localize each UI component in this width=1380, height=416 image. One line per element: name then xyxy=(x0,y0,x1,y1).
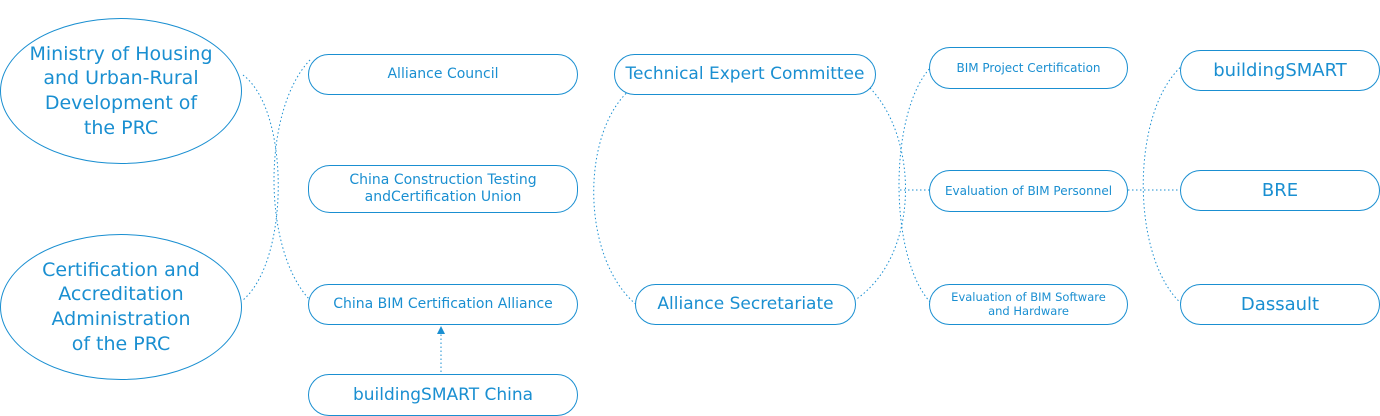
technical-expert-committee-node: Technical Expert Committee xyxy=(614,54,876,95)
alliance-secretariate-node: Alliance Secretariate xyxy=(635,284,856,325)
partner-dassault-node: Dassault xyxy=(1180,284,1380,325)
ministry-housing-label: Ministry of Housing and Urban-Rural Deve… xyxy=(29,42,213,139)
partner-buildingsmart-label: buildingSMART xyxy=(1213,59,1347,81)
link-partners-left xyxy=(1142,64,1184,306)
bim-software-evaluation-label: Evaluation of BIM Software and Hardware xyxy=(951,290,1106,318)
alliance-council-label: Alliance Council xyxy=(387,66,499,83)
bim-project-certification-label: BIM Project Certification xyxy=(956,60,1101,75)
alliance-secretariate-label: Alliance Secretariate xyxy=(657,294,834,315)
ministry-housing-node: Ministry of Housing and Urban-Rural Deve… xyxy=(0,18,242,164)
technical-expert-committee-label: Technical Expert Committee xyxy=(625,64,865,85)
cctcu-node: China Construction Testing andCertificat… xyxy=(308,165,578,213)
partner-bre-label: BRE xyxy=(1261,179,1299,201)
partner-dassault-label: Dassault xyxy=(1240,293,1320,315)
cbca-node: China BIM Certification Alliance xyxy=(308,284,578,325)
cnca-node: Certification and Accreditation Administ… xyxy=(0,234,242,380)
bim-personnel-evaluation-label: Evaluation of BIM Personnel xyxy=(944,183,1113,198)
partner-buildingsmart-node: buildingSMART xyxy=(1180,50,1380,91)
cbca-label: China BIM Certification Alliance xyxy=(333,296,553,313)
buildingsmart-china-label: buildingSMART China xyxy=(352,384,534,405)
alliance-council-node: Alliance Council xyxy=(308,54,578,95)
link-tec-secretariate-left xyxy=(593,87,639,307)
link-tec-secretariate-right xyxy=(851,87,906,303)
cctcu-label: China Construction Testing andCertificat… xyxy=(349,172,537,205)
partner-bre-node: BRE xyxy=(1180,170,1380,211)
bim-personnel-evaluation-node: Evaluation of BIM Personnel xyxy=(929,170,1128,212)
cnca-label: Certification and Accreditation Administ… xyxy=(42,258,200,355)
bim-software-evaluation-node: Evaluation of BIM Software and Hardware xyxy=(929,284,1128,325)
link-services-left xyxy=(898,65,933,305)
bim-project-certification-node: BIM Project Certification xyxy=(929,47,1128,89)
buildingsmart-china-node: buildingSMART China xyxy=(308,374,578,416)
link-council-cbca xyxy=(273,59,311,301)
link-authorities xyxy=(242,74,279,301)
